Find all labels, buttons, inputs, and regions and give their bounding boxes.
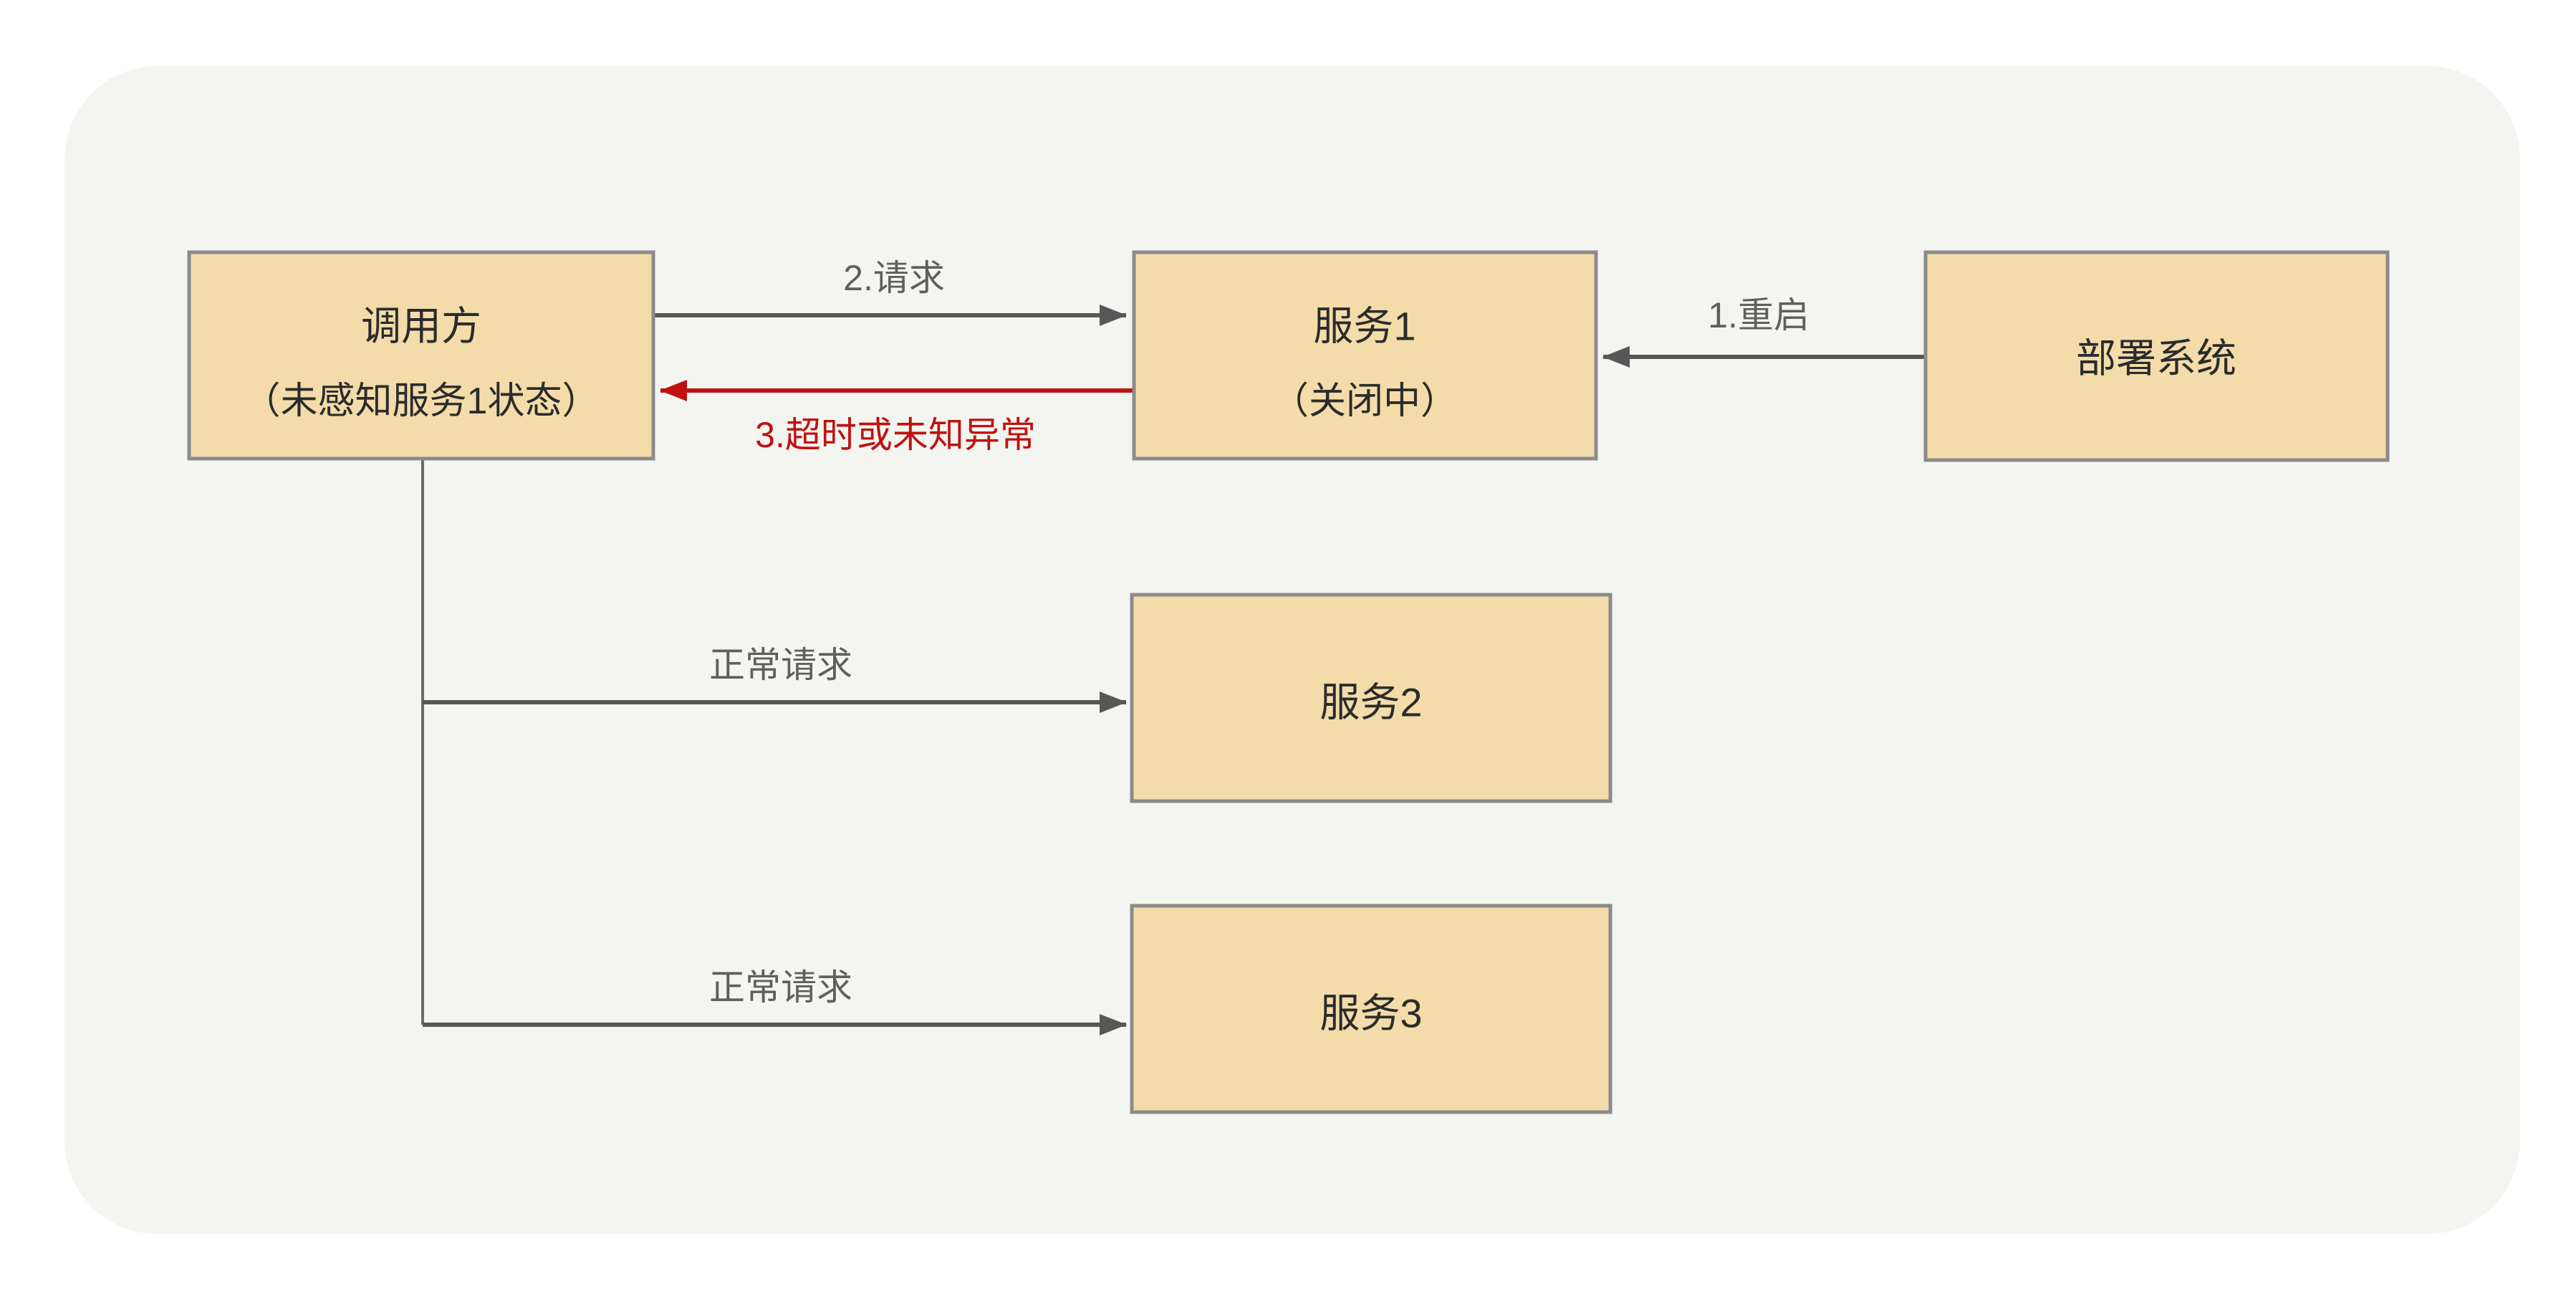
node-caller: 调用方 （未感知服务1状态）	[187, 250, 655, 461]
edge-normal-request-service3-label: 正常请求	[709, 967, 852, 1008]
node-service2-title: 服务2	[1320, 680, 1422, 725]
node-service2: 服务2	[1130, 593, 1613, 803]
edge-normal-request-service2-label: 正常请求	[709, 645, 852, 685]
node-deploy-system: 部署系统	[1923, 250, 2390, 462]
edge-request-label: 2.请求	[843, 258, 945, 298]
node-deploy-system-title: 部署系统	[2076, 336, 2236, 381]
node-service3-title: 服务3	[1320, 991, 1422, 1036]
node-service3-box	[1130, 904, 1613, 1114]
node-service1-box	[1132, 250, 1598, 461]
node-service2-box	[1130, 593, 1613, 803]
node-caller-subtitle: （未感知服务1状态）	[244, 381, 600, 422]
node-service1-subtitle: （关闭中）	[1272, 381, 1458, 422]
node-service3: 服务3	[1130, 904, 1613, 1114]
edge-restart-label: 1.重启	[1708, 295, 1810, 335]
node-service1-title: 服务1	[1313, 304, 1416, 349]
node-deploy-system-box	[1923, 250, 2390, 462]
node-service1: 服务1 （关闭中）	[1132, 250, 1598, 461]
node-caller-title: 调用方	[361, 304, 481, 349]
node-caller-box	[187, 250, 655, 461]
edge-timeout-label: 3.超时或未知异常	[755, 415, 1036, 455]
